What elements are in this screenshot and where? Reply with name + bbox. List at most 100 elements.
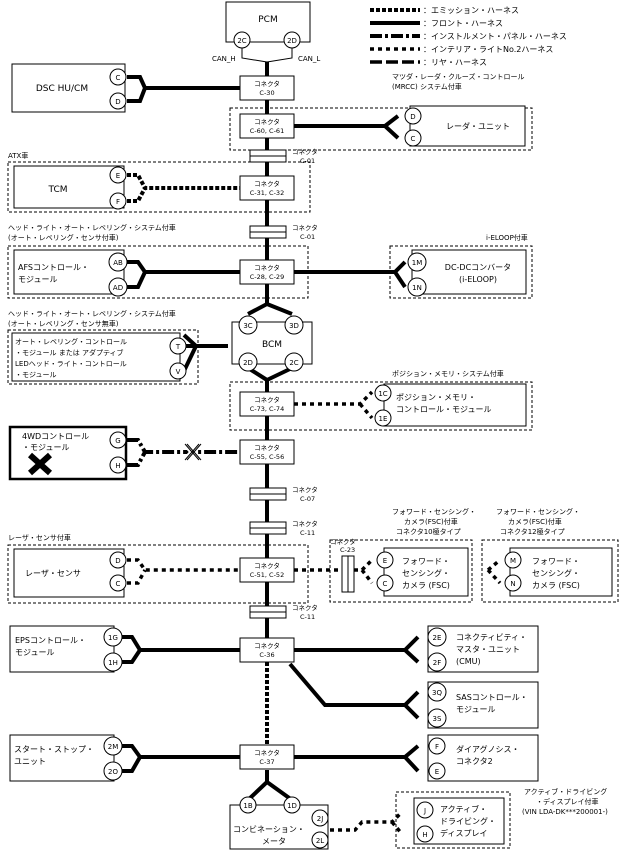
- leveling-label-line2: ・モジュール または アダプティブ: [15, 348, 124, 357]
- fsc10-option-frame: [329, 539, 473, 603]
- add-option-frame: [395, 791, 511, 849]
- tcm-pin-e-label: E: [116, 172, 120, 180]
- combi-pin-2l: [311, 831, 329, 849]
- legend-instrument: ：インストルメント・パネル・ハーネス: [423, 32, 567, 41]
- cmu-module: コネクティビティ・ マスタ・ユニット (CMU) 2E 2F: [427, 625, 539, 673]
- add-label-line2: ドライビング・: [440, 816, 496, 826]
- fwd4-pin-g: [109, 431, 127, 449]
- dcdc-label-line2: (i-ELOOP): [459, 275, 497, 284]
- dcdc-pin-1n-label: 1N: [412, 284, 422, 292]
- bcm-pin-3c: [238, 315, 258, 335]
- connector-c11b: コネクタ C-11: [249, 603, 318, 621]
- dsc-box: [11, 63, 126, 113]
- position-label-line1: ポジション・メモリ・: [396, 393, 476, 402]
- radar-pin-c: [404, 129, 422, 147]
- connector-c3132: コネクタ C-31, C-32: [239, 175, 295, 201]
- fsc10-pin-e-label: E: [383, 557, 387, 565]
- connector-c2829: コネクタ C-28, C-29: [239, 259, 295, 285]
- stst-pin-2o: [103, 761, 123, 781]
- connector-c23-id: C-23: [340, 546, 355, 554]
- connector-c7374-word: コネクタ: [254, 395, 280, 404]
- connector-c07-id: C-07: [300, 495, 315, 503]
- combi-pin-2j: [311, 809, 329, 827]
- wire-fsc12: [486, 558, 502, 585]
- position-pin-1c: [374, 384, 392, 402]
- fsc12-option-frame: [481, 539, 619, 603]
- position-option-frame: [229, 381, 533, 431]
- connector-c11a: コネクタ C-11: [249, 519, 318, 537]
- pcm-label: PCM: [258, 15, 277, 25]
- cmu-pin-2f-label: 2F: [433, 659, 441, 667]
- fsc12-pin-m: [504, 551, 522, 569]
- laser-label: レーザ・センサ: [25, 569, 81, 578]
- sas-box: [427, 681, 539, 729]
- bcm-pin-2d-label: 2D: [243, 359, 253, 367]
- connector-c30-word: コネクタ: [254, 79, 280, 88]
- position-label-line2: コントロール・モジュール: [396, 405, 491, 414]
- wire-afs: [127, 260, 240, 289]
- radar-box: [409, 105, 526, 147]
- dcdc-module: DC-DCコンバータ (i-ELOOP) 1M 1N: [407, 249, 527, 297]
- connector-c30: コネクタ C-30: [239, 75, 295, 101]
- afs-pin-ad: [108, 277, 128, 297]
- connector-c3132-box: [239, 175, 295, 201]
- fsc10-pin-e: [376, 551, 394, 569]
- position-sys-label: ポジション・メモリ・システム付車: [392, 369, 504, 378]
- dsc-pin-d-label: D: [115, 98, 120, 106]
- pcm-pin-2d: [283, 31, 301, 49]
- eps-pin-1h-label: 1H: [108, 659, 118, 667]
- disconnect-mark: [183, 442, 202, 462]
- dsc-pin-c-label: C: [116, 74, 121, 82]
- position-pin-1e-label: 1E: [379, 415, 388, 423]
- connector-c30-id: C-30: [259, 89, 274, 97]
- leveling-module: オート・レベリング・コントロール ・モジュール または アダプティブ LEDヘッ…: [11, 332, 187, 382]
- position-pin-1c-label: 1C: [378, 390, 387, 398]
- legend-emission: ：エミッション・ハーネス: [423, 6, 519, 15]
- wire-dsc: [127, 75, 240, 103]
- laser-module: レーザ・センサ D C: [13, 548, 127, 598]
- fsc12-pin-m-label: M: [510, 557, 516, 565]
- bcm-label: BCM: [262, 340, 282, 350]
- bcm-pin-3d: [284, 315, 304, 335]
- mrcc-option-frame: [229, 107, 533, 151]
- connector-c01a-word: コネクタ: [292, 147, 318, 156]
- position-module: ポジション・メモリ・ コントロール・モジュール 1C 1E: [374, 383, 527, 427]
- connector-c5556-box: [239, 439, 295, 465]
- leveling-pin-t-label: T: [175, 343, 181, 351]
- wire-add: [330, 810, 404, 836]
- bcm-pin-2c-label: 2C: [289, 359, 298, 367]
- leveling-label-line3: LEDヘッド・ライト・コントロール: [15, 360, 127, 368]
- fwd4-pin-g-label: G: [115, 437, 120, 445]
- fsc12-car-line2: カメラ(FSC)付車: [508, 517, 562, 526]
- connector-c01a: コネクタ C-01: [249, 147, 318, 165]
- radar-module: レーダ・ユニット D C: [404, 105, 526, 147]
- fsc12-label-line1: フォワード・: [532, 557, 580, 566]
- wire-dlc: [294, 744, 420, 773]
- eps-pin-1h: [103, 652, 123, 672]
- position-box: [383, 383, 527, 427]
- dlc-pin-e: [428, 762, 446, 780]
- branch-wiring: [122, 75, 502, 836]
- dsc-pin-c: [109, 68, 127, 86]
- atx-option-frame: [7, 161, 311, 213]
- wire-cmu: [294, 635, 420, 664]
- sas-label-line2: モジュール: [456, 705, 495, 714]
- sas-pin-3s: [427, 708, 447, 728]
- connector-c3132-id: C-31, C-32: [250, 189, 284, 197]
- dlc-pin-f-label: F: [435, 743, 439, 751]
- eps-box: [9, 625, 115, 673]
- can-pair-wire: [241, 48, 293, 63]
- dsc-label: DSC HU/CM: [36, 84, 88, 94]
- wire-fsc10: [294, 558, 374, 585]
- tcm-module: TCM E F: [13, 165, 127, 210]
- eps-label-line1: EPSコントロール・: [15, 636, 86, 645]
- bcm-pin-3c-label: 3C: [243, 322, 252, 330]
- afs-option-frame: [7, 245, 309, 299]
- fwd4-label-line2: ・モジュール: [22, 443, 69, 452]
- connector-c5152: コネクタ C-51, C-52: [239, 557, 295, 583]
- add-pin-h: [416, 825, 434, 843]
- can-l-label: CAN_L: [298, 55, 320, 63]
- connector-c6061-word: コネクタ: [254, 117, 280, 126]
- laser-option-frame: [7, 544, 309, 604]
- fsc12-label-line3: カメラ (FSC): [532, 581, 580, 590]
